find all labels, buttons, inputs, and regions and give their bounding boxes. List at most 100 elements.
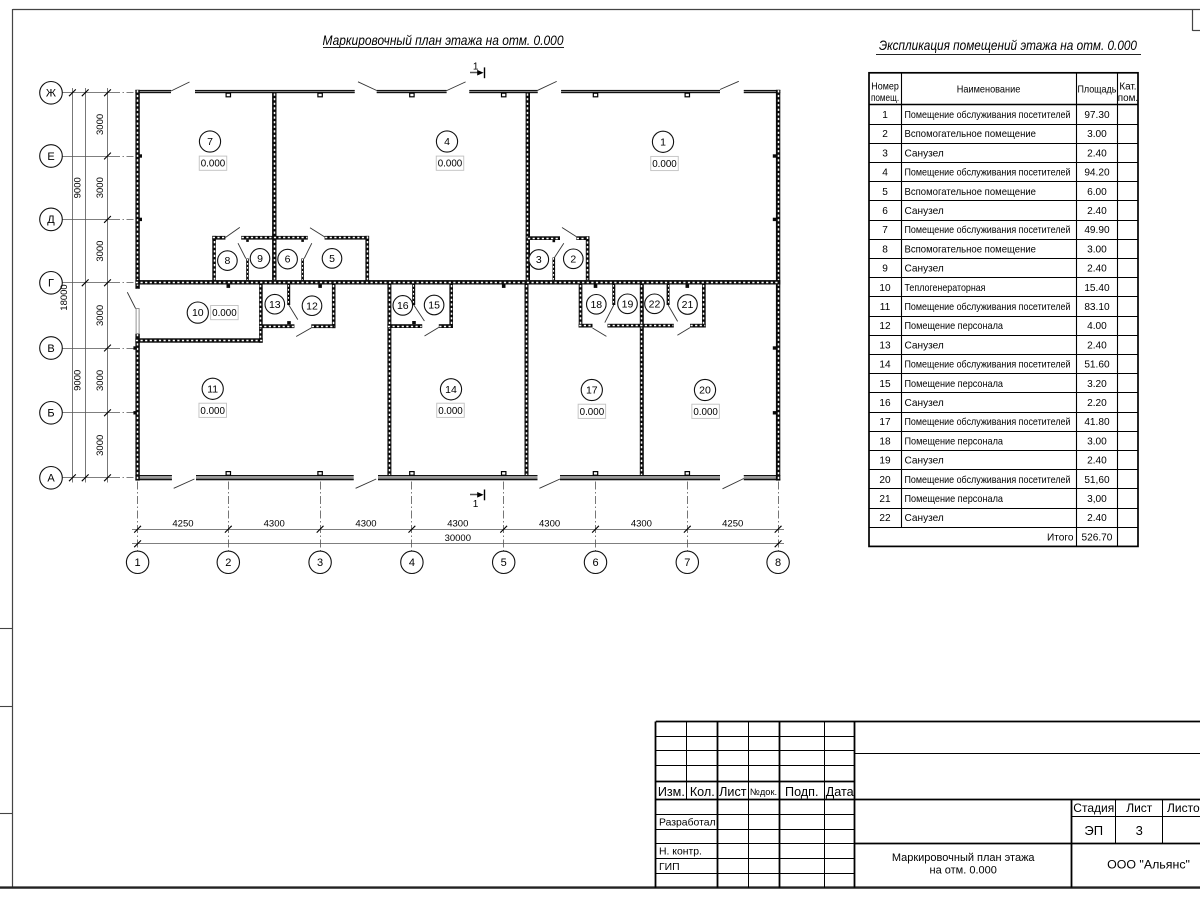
svg-text:Стадия: Стадия (1073, 801, 1114, 815)
svg-text:97.30: 97.30 (1084, 110, 1110, 121)
svg-text:1: 1 (473, 61, 479, 72)
svg-text:№док.: №док. (750, 787, 777, 797)
svg-text:0.000: 0.000 (652, 159, 677, 170)
svg-text:Г: Г (48, 278, 54, 290)
svg-text:Санузел: Санузел (905, 264, 944, 275)
svg-text:4: 4 (444, 136, 450, 148)
svg-text:7: 7 (684, 557, 690, 569)
svg-text:4300: 4300 (447, 518, 468, 529)
svg-text:Ж: Ж (46, 88, 56, 100)
svg-text:Вспомогательное помещение: Вспомогательное помещение (905, 129, 1037, 140)
svg-text:Помещение персонала: Помещение персонала (905, 494, 1004, 505)
svg-text:3000: 3000 (95, 241, 106, 262)
svg-text:4300: 4300 (631, 518, 652, 529)
svg-text:49.90: 49.90 (1084, 225, 1110, 236)
svg-text:51.60: 51.60 (1084, 360, 1110, 371)
svg-text:0.000: 0.000 (438, 159, 463, 170)
svg-text:0.000: 0.000 (438, 406, 463, 417)
svg-text:83.10: 83.10 (1084, 302, 1110, 313)
svg-text:41.80: 41.80 (1084, 417, 1110, 428)
svg-text:21: 21 (682, 299, 694, 311)
svg-text:14: 14 (445, 384, 457, 396)
svg-text:Санузел: Санузел (905, 340, 944, 351)
svg-text:0.000: 0.000 (580, 407, 605, 418)
svg-text:20: 20 (699, 385, 711, 397)
svg-text:Помещение обслуживания посетит: Помещение обслуживания посетителей (905, 224, 1071, 236)
svg-text:Помещение персонала: Помещение персонала (905, 436, 1004, 447)
svg-text:2: 2 (570, 253, 576, 265)
svg-text:6.00: 6.00 (1087, 187, 1107, 198)
svg-text:16: 16 (397, 300, 409, 312)
svg-text:3000: 3000 (95, 435, 106, 456)
svg-text:3: 3 (1136, 823, 1143, 838)
svg-text:Маркировочный план этажа: Маркировочный план этажа (892, 852, 1036, 864)
svg-text:Е: Е (47, 151, 54, 163)
svg-text:Помещение обслуживания посетит: Помещение обслуживания посетителей (905, 109, 1071, 121)
svg-text:17: 17 (586, 385, 598, 397)
svg-text:Подп.: Подп. (785, 785, 818, 799)
svg-text:526.70: 526.70 (1082, 532, 1113, 543)
svg-text:3.00: 3.00 (1087, 129, 1107, 140)
svg-text:12: 12 (879, 321, 891, 332)
svg-text:Кол.: Кол. (690, 785, 715, 799)
svg-text:Санузел: Санузел (905, 398, 944, 409)
svg-text:Санузел: Санузел (905, 206, 944, 217)
svg-text:Лист: Лист (719, 785, 747, 799)
svg-text:14: 14 (879, 360, 891, 371)
svg-text:3: 3 (536, 254, 542, 266)
svg-text:15: 15 (428, 300, 440, 312)
svg-text:18: 18 (590, 299, 602, 311)
svg-text:7: 7 (882, 225, 888, 236)
svg-text:0.000: 0.000 (693, 407, 718, 418)
svg-text:22: 22 (649, 298, 661, 310)
svg-text:18: 18 (879, 436, 891, 447)
svg-text:94.20: 94.20 (1084, 168, 1110, 179)
svg-text:помещ.: помещ. (871, 93, 899, 104)
svg-text:8: 8 (882, 244, 888, 255)
svg-text:Дата: Дата (826, 785, 854, 799)
svg-text:Санузел: Санузел (905, 456, 944, 467)
svg-text:4: 4 (882, 168, 888, 179)
svg-text:2.40: 2.40 (1087, 148, 1107, 159)
svg-text:Разработал: Разработал (659, 817, 716, 829)
svg-text:51,60: 51,60 (1084, 475, 1110, 486)
svg-text:Площадь: Площадь (1077, 84, 1116, 95)
svg-text:3: 3 (882, 148, 888, 159)
svg-text:Д: Д (47, 214, 55, 226)
svg-text:Б: Б (47, 408, 54, 420)
svg-text:2.40: 2.40 (1087, 456, 1107, 467)
svg-text:Помещение персонала: Помещение персонала (905, 321, 1004, 332)
svg-text:10: 10 (192, 307, 204, 319)
svg-text:9000: 9000 (73, 370, 84, 391)
svg-text:19: 19 (622, 298, 634, 310)
svg-text:на отм. 0.000: на отм. 0.000 (930, 864, 997, 876)
svg-text:1: 1 (135, 557, 141, 569)
svg-text:9: 9 (882, 264, 888, 275)
svg-text:2.20: 2.20 (1087, 398, 1107, 409)
svg-text:19: 19 (879, 456, 891, 467)
svg-text:4300: 4300 (264, 518, 285, 529)
svg-text:Санузел: Санузел (905, 148, 944, 159)
svg-text:3000: 3000 (95, 177, 106, 198)
svg-text:пом.: пом. (1118, 93, 1138, 104)
svg-text:13: 13 (269, 299, 281, 311)
svg-text:3.00: 3.00 (1087, 244, 1107, 255)
svg-text:Изм.: Изм. (658, 785, 685, 799)
svg-text:10: 10 (879, 283, 891, 294)
svg-text:ГИП: ГИП (659, 862, 680, 873)
svg-text:6: 6 (882, 206, 888, 217)
svg-text:7: 7 (207, 136, 213, 148)
svg-text:Вспомогательное помещение: Вспомогательное помещение (905, 187, 1037, 198)
svg-text:ООО "Альянс": ООО "Альянс" (1107, 858, 1190, 872)
svg-text:ЭП: ЭП (1084, 823, 1103, 838)
svg-text:3: 3 (317, 557, 323, 569)
svg-text:1: 1 (882, 110, 888, 121)
svg-text:9000: 9000 (73, 177, 84, 198)
svg-text:3000: 3000 (95, 114, 106, 135)
svg-text:3000: 3000 (95, 305, 106, 326)
svg-text:21: 21 (879, 494, 891, 505)
svg-text:6: 6 (285, 254, 291, 266)
svg-text:22: 22 (879, 513, 891, 524)
svg-text:5: 5 (882, 187, 888, 198)
svg-text:15.40: 15.40 (1084, 283, 1110, 294)
